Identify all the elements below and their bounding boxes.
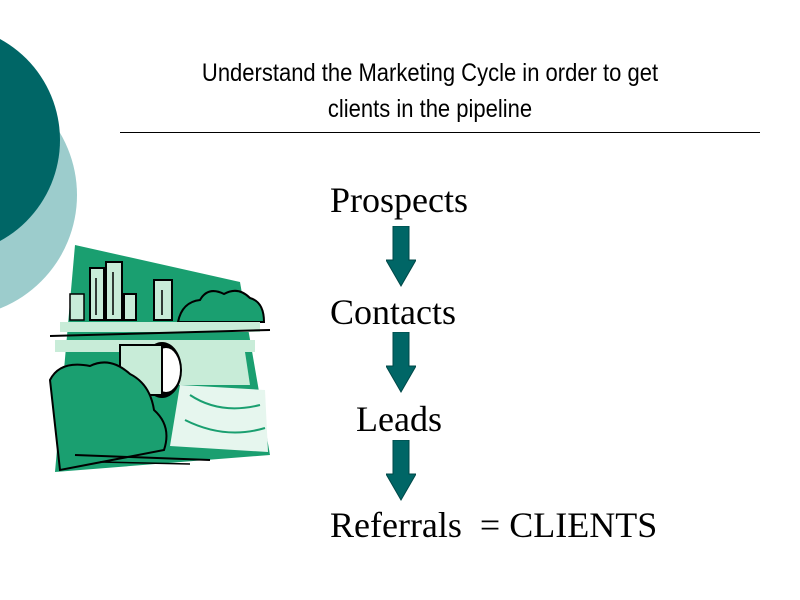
step-referrals-clients: Referrals = CLIENTS xyxy=(330,505,658,545)
step-prospects: Prospects xyxy=(330,180,468,220)
step-leads: Leads xyxy=(356,399,442,439)
slide-title: Understand the Marketing Cycle in order … xyxy=(166,55,694,127)
down-arrow-icon xyxy=(386,440,416,502)
title-divider xyxy=(120,132,760,133)
down-arrow-icon xyxy=(386,226,416,288)
slide-title-line-1: Understand the Marketing Cycle in order … xyxy=(201,59,659,87)
step-contacts: Contacts xyxy=(330,292,456,332)
down-arrow-icon xyxy=(386,332,416,394)
city-waterfront-clipart xyxy=(48,245,271,472)
dark-teal-circle xyxy=(0,39,60,241)
slide-title-line-2: clients in the pipeline xyxy=(327,95,533,123)
